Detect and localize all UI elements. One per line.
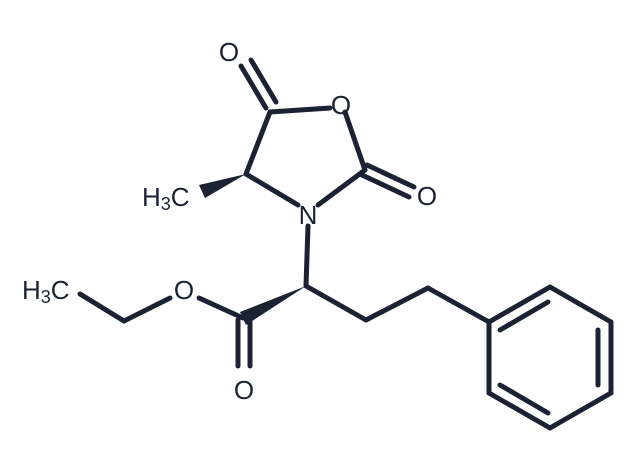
bond-o-ch2 xyxy=(121,295,173,324)
bond-c2-o-double-a xyxy=(364,162,417,190)
bond-ester-c-o xyxy=(196,295,246,321)
atom-ethyl-methyl: H3C xyxy=(22,275,70,307)
atom-ethyl-methyl-h: H xyxy=(22,275,41,305)
atom-o-ring: O xyxy=(331,90,351,120)
atom-n-ring: N xyxy=(299,200,318,230)
bond-ph-2-3 xyxy=(547,284,614,325)
bond-ph-4-5 xyxy=(547,390,614,431)
bond-ph-inner-a xyxy=(497,299,551,333)
atom-o-carbonyl-top: O xyxy=(219,37,239,67)
bond-calpha-cb xyxy=(303,283,369,323)
bond-c5-o-double-b xyxy=(248,57,279,105)
bond-c2-o-double-b xyxy=(359,172,412,200)
atom-labels: O O O N H3C H3C O O xyxy=(22,37,437,405)
atom-o-ester-carbonyl: O xyxy=(234,375,254,405)
atom-ethyl-methyl-c: C xyxy=(51,275,70,305)
atom-o-carbonyl-right: O xyxy=(417,181,437,211)
bonds xyxy=(77,57,614,431)
bond-cb-cg xyxy=(363,285,431,323)
bond-ph-1-2 xyxy=(486,284,553,325)
bond-ph-5-6 xyxy=(486,390,553,431)
bond-n3-calpha xyxy=(303,223,311,289)
bond-ph-inner-c xyxy=(497,382,551,416)
atom-methyl: H3C xyxy=(142,182,190,214)
bond-cg-ph xyxy=(425,285,492,325)
bond-c5-o1 xyxy=(267,105,333,115)
wedge-bond-ester xyxy=(240,286,306,325)
atom-o-ester: O xyxy=(174,275,194,305)
bond-o1-c2 xyxy=(342,109,368,173)
wedge-bond-methyl xyxy=(199,174,246,198)
atom-methyl-sub: 3 xyxy=(161,194,171,214)
bond-c2-n3 xyxy=(315,167,368,208)
atom-ethyl-methyl-sub: 3 xyxy=(41,287,51,307)
atom-methyl-c: C xyxy=(171,182,190,212)
atom-methyl-h: H xyxy=(142,182,161,212)
bond-n3-c4 xyxy=(243,171,301,208)
bond-c4-c5 xyxy=(243,109,273,177)
bond-ch2-ch3 xyxy=(77,291,127,324)
bond-c5-o-double-a xyxy=(238,63,269,111)
